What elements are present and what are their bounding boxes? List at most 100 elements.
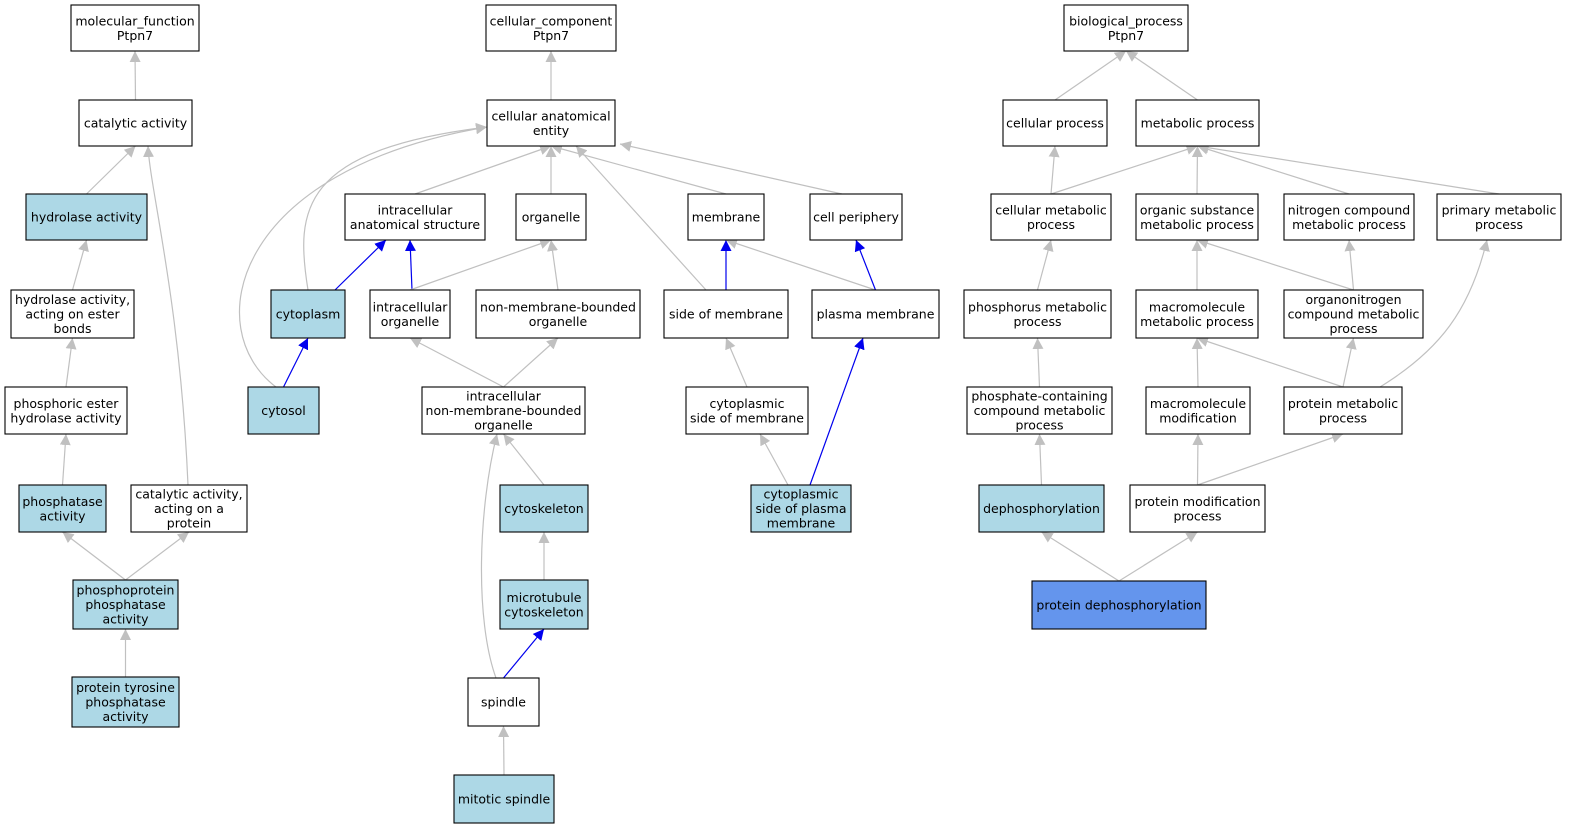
node-label-line: hydrolase activity <box>10 410 122 425</box>
node-label-line: metabolic process <box>1292 217 1406 232</box>
node-plasma-membrane[interactable]: plasma membrane <box>811 289 940 339</box>
node-label-line: phosphoric ester <box>14 396 120 411</box>
node-label-line: activity <box>102 709 149 724</box>
edge-phosphoric-ester-to-hydrolase-ester <box>65 337 77 388</box>
node-label-line: cytoplasmic <box>710 396 785 411</box>
node-label-line: macromolecule <box>1150 396 1246 411</box>
node-cell-periphery[interactable]: cell periphery <box>809 193 903 241</box>
node-label-line: protein dephosphorylation <box>1036 598 1201 613</box>
node-box <box>78 99 193 147</box>
edge-hydrolase-activity-to-catalytic-activity <box>86 145 136 195</box>
edge-dephosphorylation-to-phosphate-containing <box>1034 433 1046 486</box>
node-label-line: cellular_component <box>490 13 613 28</box>
node-cellular-process[interactable]: cellular process <box>1002 99 1108 147</box>
node-box <box>130 484 248 533</box>
node-box <box>1135 289 1259 339</box>
node-label-line: process <box>1027 217 1075 232</box>
node-box <box>809 193 903 241</box>
node-box <box>1031 580 1207 630</box>
node-label-line: dephosphorylation <box>983 501 1100 516</box>
edge-cellular-metabolic-to-cellular-process <box>1048 145 1060 195</box>
node-box <box>1283 289 1424 339</box>
node-intracellular-non-membrane[interactable]: intracellularnon-membrane-boundedorganel… <box>421 386 586 435</box>
node-box <box>421 386 586 435</box>
node-label-line: cytoplasmic <box>764 487 839 502</box>
node-label-line: side of membrane <box>690 410 804 425</box>
edge-primary-metabolic-to-metabolic-process <box>1197 142 1500 195</box>
node-metabolic-process[interactable]: metabolic process <box>1135 99 1260 147</box>
node-cytosol[interactable]: cytosol <box>247 386 320 435</box>
edge-plasma-membrane-to-cell-periphery <box>854 239 877 291</box>
node-label-line: process <box>1173 508 1221 523</box>
node-cytoplasm[interactable]: cytoplasm <box>270 289 346 339</box>
node-catalytic-activity[interactable]: catalytic activity <box>78 99 193 147</box>
node-protein-dephosphorylation[interactable]: protein dephosphorylation <box>1031 580 1207 630</box>
edge-protein-metabolic-to-organonitrogen <box>1342 337 1357 388</box>
node-hydrolase-activity[interactable]: hydrolase activity <box>25 193 148 241</box>
edge-organic-substance-to-metabolic-process <box>1191 145 1203 195</box>
edge-protein-dephosphorylation-to-protein-modification <box>1118 531 1198 582</box>
node-label-line: anatomical structure <box>350 217 480 232</box>
node-membrane[interactable]: membrane <box>687 193 765 241</box>
edge-side-of-membrane-to-cellular-anatomical-entity <box>575 145 707 291</box>
node-label-line: Ptpn7 <box>1108 28 1144 43</box>
edge-catalytic-activity-to-mf-root <box>129 50 141 101</box>
node-mitotic-spindle[interactable]: mitotic spindle <box>453 774 555 824</box>
node-box <box>750 484 852 533</box>
edge-mitotic-spindle-to-spindle <box>498 725 510 776</box>
node-organelle[interactable]: organelle <box>515 193 587 241</box>
node-label-line: nitrogen compound <box>1288 202 1410 217</box>
node-dephosphorylation[interactable]: dephosphorylation <box>978 484 1105 533</box>
node-label-line: process <box>1015 418 1063 433</box>
node-box <box>685 386 809 435</box>
node-cytoskeleton[interactable]: cytoskeleton <box>499 484 589 533</box>
node-label-line: organelle <box>522 210 581 225</box>
node-label-line: protein <box>167 516 211 531</box>
node-label-line: membrane <box>692 210 761 225</box>
node-label-line: phosphatase <box>85 597 166 612</box>
node-label-line: mitotic spindle <box>458 792 551 807</box>
node-box <box>966 386 1113 435</box>
node-label-line: cytosol <box>261 403 305 418</box>
node-label-line: cytoskeleton <box>504 604 583 619</box>
node-label-line: process <box>1329 321 1377 336</box>
node-label-line: protein metabolic <box>1288 396 1398 411</box>
edge-nitrogen-compound-to-metabolic-process <box>1197 144 1350 195</box>
edge-organonitrogen-to-nitrogen-compound <box>1344 239 1356 291</box>
node-spindle[interactable]: spindle <box>467 677 540 727</box>
edge-hydrolase-ester-to-hydrolase-activity <box>71 239 89 291</box>
node-side-of-membrane[interactable]: side of membrane <box>663 289 789 339</box>
node-label-line: compound metabolic <box>1288 307 1420 322</box>
node-box <box>978 484 1105 533</box>
node-label-line: organelle <box>381 314 440 329</box>
edge-cytoskeleton-to-intracellular-non-membrane <box>503 433 545 486</box>
node-label-line: plasma membrane <box>817 307 935 322</box>
